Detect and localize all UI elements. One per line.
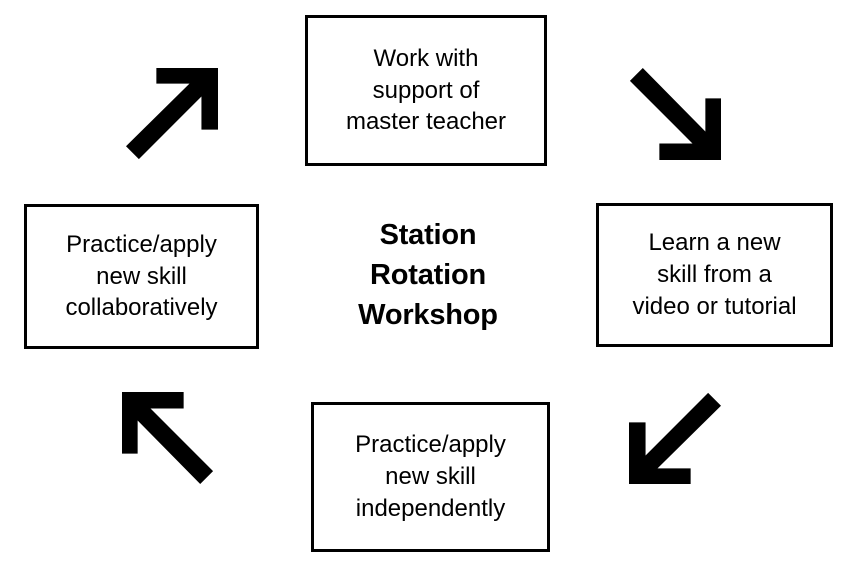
node-label: Work with support of master teacher: [345, 44, 507, 136]
node-box-work-with-master-teacher: Work with support of master teacher: [305, 15, 547, 166]
arrow-down-right-icon: [629, 68, 721, 160]
center-title-text: Station Rotation Workshop: [358, 218, 498, 331]
node-box-practice-collaboratively: Practice/apply new skill collaboratively: [24, 204, 259, 349]
node-label: Learn a new skill from a video or tutori…: [632, 229, 797, 320]
node-box-learn-new-skill: Learn a new skill from a video or tutori…: [596, 203, 833, 347]
arrow-up-left-icon: [122, 392, 214, 484]
arrow-down-left-icon: [629, 392, 721, 484]
node-label: Practice/apply new skill collaboratively: [65, 230, 218, 322]
diagram-center-title: Station Rotation Workshop: [320, 214, 536, 336]
arrow-up-right-icon: [126, 68, 218, 160]
node-label: Practice/apply new skill independently: [355, 431, 506, 522]
node-box-practice-independently: Practice/apply new skill independently: [311, 402, 550, 552]
